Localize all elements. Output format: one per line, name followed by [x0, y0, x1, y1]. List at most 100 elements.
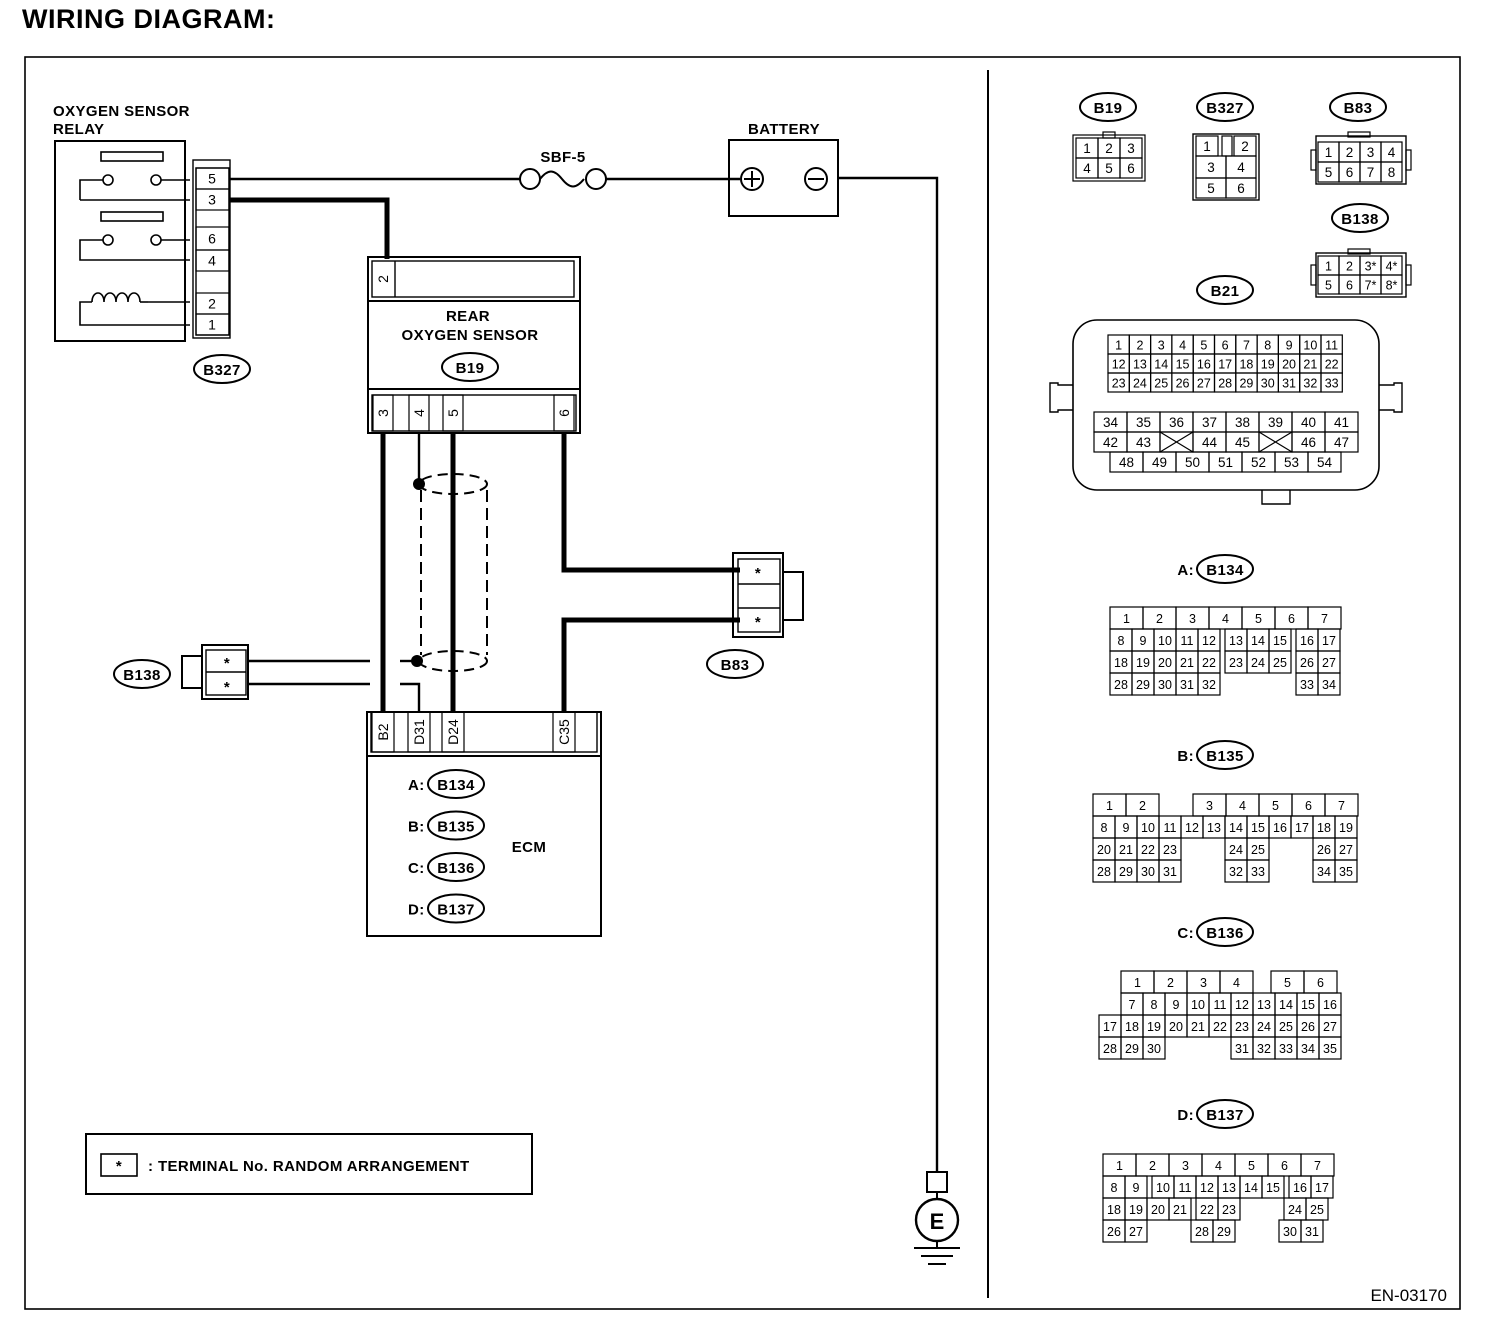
face-pin: 7 [1314, 1159, 1321, 1173]
face-badge-b134: B134 [1206, 562, 1244, 579]
face-pin: 25 [1251, 843, 1265, 857]
face-pin: 13 [1133, 358, 1147, 372]
face-pin: 30 [1261, 377, 1275, 391]
wire-b83-to-ecm-c35 [561, 617, 740, 712]
relay-body [54, 140, 186, 342]
face-pin: 3 [1127, 141, 1135, 156]
face-pin: 5 [1325, 165, 1333, 180]
face-pin: 15 [1266, 1181, 1280, 1195]
face-pin: 26 [1301, 1020, 1315, 1034]
b83-pin-2: * [755, 614, 761, 631]
relay-contact-bar [100, 151, 164, 162]
face-pin: 6 [1305, 799, 1312, 813]
face-pin: 7 [1243, 339, 1250, 353]
ecm-connector-prefix: D: [408, 902, 425, 919]
b138-connector: B138 * * [113, 644, 249, 700]
face-pin: 13 [1257, 998, 1271, 1012]
wire-battery-to-ground [838, 176, 939, 1172]
face-pin: 18 [1107, 1203, 1121, 1217]
face-pin: 5 [1284, 976, 1291, 990]
face-pin: 19 [1339, 821, 1353, 835]
face-pin: 31 [1235, 1042, 1249, 1056]
face-pin: 1 [1325, 145, 1333, 160]
face-pin: 26 [1300, 656, 1314, 670]
face-pin: 10 [1191, 998, 1205, 1012]
face-pin: 16 [1323, 998, 1337, 1012]
face-badge-b136: B136 [1206, 925, 1243, 942]
face-badge-b21: B21 [1211, 283, 1240, 300]
face-pin: 31 [1282, 377, 1296, 391]
face-pin: 41 [1334, 415, 1349, 430]
face-pin: 14 [1279, 998, 1293, 1012]
face-pin: 12 [1185, 821, 1199, 835]
face-pin: 18 [1317, 821, 1331, 835]
sensor-pin-4: 4 [411, 409, 427, 417]
face-pin: 12 [1112, 358, 1126, 372]
legend-box: * : TERMINAL No. RANDOM ARRANGEMENT [85, 1133, 533, 1195]
face-pin: 10 [1303, 339, 1317, 353]
b83-badge-label: B83 [721, 657, 750, 674]
face-badge-b135: B135 [1206, 748, 1243, 765]
face-pin: 29 [1136, 678, 1150, 692]
face-pin: 5 [1248, 1159, 1255, 1173]
face-pin: 34 [1322, 678, 1336, 692]
face-pin: 32 [1202, 678, 1216, 692]
face-pin: 23 [1222, 1203, 1236, 1217]
face-pin: 2 [1139, 799, 1146, 813]
face-pin: 3 [1206, 799, 1213, 813]
face-pin: 22 [1200, 1203, 1214, 1217]
face-pin: 3* [1365, 260, 1377, 274]
relay-label-line1: OXYGEN SENSOR [53, 103, 190, 120]
face-pin: 13 [1222, 1181, 1236, 1195]
face-pin: 1 [1116, 1159, 1123, 1173]
face-pin: 26 [1317, 843, 1331, 857]
sensor-pin-5: 5 [445, 409, 461, 417]
relay-pin-3: 3 [208, 192, 216, 208]
face-pin: 15 [1301, 998, 1315, 1012]
face-pin: 17 [1322, 634, 1336, 648]
ecm-connector-b137: B137 [437, 902, 474, 919]
face-pin: 14 [1229, 821, 1243, 835]
b19-badge-label: B19 [456, 360, 485, 377]
face-pin: 6 [1346, 279, 1353, 293]
face-pin: 6 [1237, 181, 1245, 196]
face-pin: 6 [1222, 339, 1229, 353]
face-pin: 21 [1173, 1203, 1187, 1217]
face-pin: 31 [1180, 678, 1194, 692]
ecm-connector-prefix: C: [408, 860, 425, 877]
face-pin: 23 [1229, 656, 1243, 670]
battery-label: BATTERY [748, 121, 820, 138]
face-pin: 4 [1215, 1159, 1222, 1173]
face-pin: 20 [1151, 1203, 1165, 1217]
face-prefix: D: [1177, 1107, 1194, 1124]
face-pin: 25 [1279, 1020, 1293, 1034]
face-pin: 4 [1388, 145, 1396, 160]
face-pin: 30 [1147, 1042, 1161, 1056]
face-pin: 19 [1261, 358, 1275, 372]
face-pin: 3 [1189, 612, 1196, 626]
face-pin: 11 [1325, 339, 1338, 353]
face-pin: 2 [1105, 141, 1113, 156]
sensor-label-line2: OXYGEN SENSOR [402, 327, 539, 344]
face-pin: 6 [1127, 161, 1135, 176]
face-pin: 27 [1197, 377, 1211, 391]
ground-e: E [914, 1171, 960, 1265]
face-pin: 1 [1325, 260, 1332, 274]
face-pin: 34 [1317, 865, 1331, 879]
ecm-connector-prefix: A: [408, 777, 425, 794]
face-pin: 17 [1218, 358, 1232, 372]
face-pin: 11 [1164, 821, 1177, 835]
face-pin: 4 [1239, 799, 1246, 813]
face-pin: 36 [1169, 415, 1184, 430]
face-pin: 29 [1217, 1225, 1231, 1239]
relay-pin-1: 1 [208, 317, 216, 333]
face-pin: 39 [1268, 415, 1283, 430]
face-pin: 2 [1136, 339, 1143, 353]
face-pin: 28 [1114, 678, 1128, 692]
face-badge-b137: B137 [1206, 1107, 1243, 1124]
face-pin: 18 [1239, 358, 1253, 372]
